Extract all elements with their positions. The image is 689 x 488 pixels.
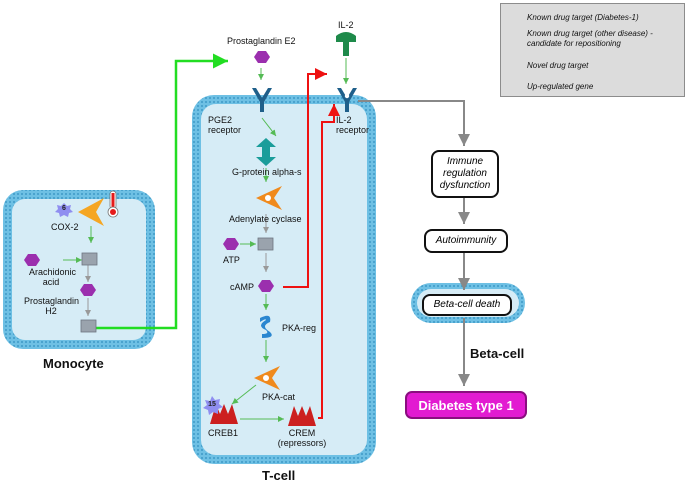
legend-row-known-diabetes: Known drug target (Diabetes-1)	[505, 10, 639, 26]
monocyte-label: Monocyte	[43, 356, 104, 371]
creb1-label: CREB1	[208, 428, 239, 438]
monocyte-cell	[3, 190, 155, 349]
crem-label-2: (repressors)	[277, 438, 327, 448]
pka-reg-icon	[260, 315, 272, 338]
arrow-receptor-to-gprotein	[261, 117, 277, 137]
legend-known-other-line2: candidate for repositioning	[527, 39, 621, 48]
legend-known-other-text: Known drug target (other disease) - cand…	[527, 29, 653, 49]
arrow-crem-to-il2receptor	[318, 104, 340, 419]
pgh2-molecule	[80, 284, 96, 296]
immune-line-3: dysfunction	[439, 180, 491, 191]
pge2-molecule	[254, 51, 270, 63]
arrow-receptor-to-immune	[358, 100, 470, 146]
il2-receptor-label-2: receptor	[336, 125, 370, 135]
beta-cell-death-text: Beta-cell death	[433, 299, 501, 310]
cyan-star-icon-slot	[505, 10, 521, 26]
adenylate-cyclase-label: Adenylate cyclase	[229, 214, 302, 224]
betacell-label: Beta-cell	[470, 346, 525, 361]
pge2-receptor-icon	[252, 88, 272, 112]
arrow-pkacat-to-creb1	[231, 384, 257, 405]
arachidonic-label-1: Arachidonic	[29, 267, 77, 277]
camp-molecule	[258, 280, 274, 292]
thermometer-icon	[107, 190, 119, 218]
gprotein-label: G-protein alpha-s	[232, 167, 302, 177]
gprotein-icon	[256, 138, 276, 166]
autoimmunity-text: Autoimmunity	[435, 235, 497, 246]
olive-star-icon-slot	[505, 58, 521, 74]
pgh2-label-1: Prostaglandin	[24, 296, 80, 306]
arrow-camp-to-il2	[283, 68, 327, 288]
creb1-badge-number: 15	[208, 401, 216, 408]
pgh2-label-2: H2	[45, 306, 57, 316]
legend-known-other-line1: Known drug target (other disease) -	[527, 29, 653, 38]
atp-molecule	[223, 238, 239, 250]
immune-line-2: regulation	[443, 168, 487, 179]
pgh2-product-square	[80, 319, 97, 333]
il2-receptor-label-1: IL-2	[336, 115, 352, 125]
arachidonic-product-square	[81, 252, 98, 266]
legend-novel-text: Novel drug target	[527, 61, 589, 70]
legend-box: Known drug target (Diabetes-1) Known dru…	[500, 3, 685, 97]
diabetes-type1-box: Diabetes type 1	[405, 391, 527, 419]
immune-line-1: Immune	[446, 156, 484, 167]
pka-cat-label: PKA-cat	[262, 392, 296, 402]
il2-label: IL-2	[338, 20, 354, 30]
cox2-label: COX-2	[51, 222, 79, 232]
creb1-badge	[203, 396, 223, 415]
legend-upregulated-text: Up-regulated gene	[527, 82, 594, 91]
adenylate-cyclase-icon	[256, 186, 282, 210]
tcell-cell	[192, 95, 376, 464]
arachidonic-molecule	[24, 254, 40, 266]
il2-receptor-icon	[337, 88, 357, 112]
diabetes-type1-text: Diabetes type 1	[418, 397, 514, 413]
atp-label: ATP	[223, 255, 240, 265]
crem-label-1: CREM	[288, 428, 316, 438]
tcell-label: T-cell	[262, 468, 296, 483]
legend-row-known-other: Known drug target (other disease) - cand…	[505, 29, 653, 49]
arachidonic-label-2: acid	[42, 277, 60, 287]
beta-cell-death-box: Beta-cell death	[422, 294, 512, 316]
prostaglandin-e2-label: Prostaglandin E2	[227, 36, 296, 46]
pka-reg-label: PKA-reg	[282, 323, 317, 333]
ac-product-square	[257, 237, 274, 251]
pka-cat-icon	[254, 366, 280, 390]
cox2-icon	[78, 198, 104, 226]
legend-known-diabetes-text: Known drug target (Diabetes-1)	[527, 13, 639, 22]
cox2-badge-number: 6	[62, 205, 66, 212]
legend-row-novel: Novel drug target	[505, 58, 588, 74]
crem-icon	[288, 406, 316, 426]
thermometer-icon-slot	[505, 79, 521, 95]
purple-star-icon-slot	[505, 31, 521, 47]
legend-row-upregulated: Up-regulated gene	[505, 79, 593, 95]
il2-ligand-icon	[336, 32, 356, 56]
pge2-receptor-label-1: PGE2	[208, 115, 233, 125]
camp-label: cAMP	[230, 282, 255, 292]
autoimmunity-box: Autoimmunity	[424, 229, 508, 253]
pge2-receptor-label-2: receptor	[208, 125, 242, 135]
arrow-monocyte-to-pge2	[96, 53, 228, 330]
immune-dysfunction-box: Immune regulation dysfunction	[431, 150, 499, 198]
cox2-badge	[55, 203, 73, 217]
